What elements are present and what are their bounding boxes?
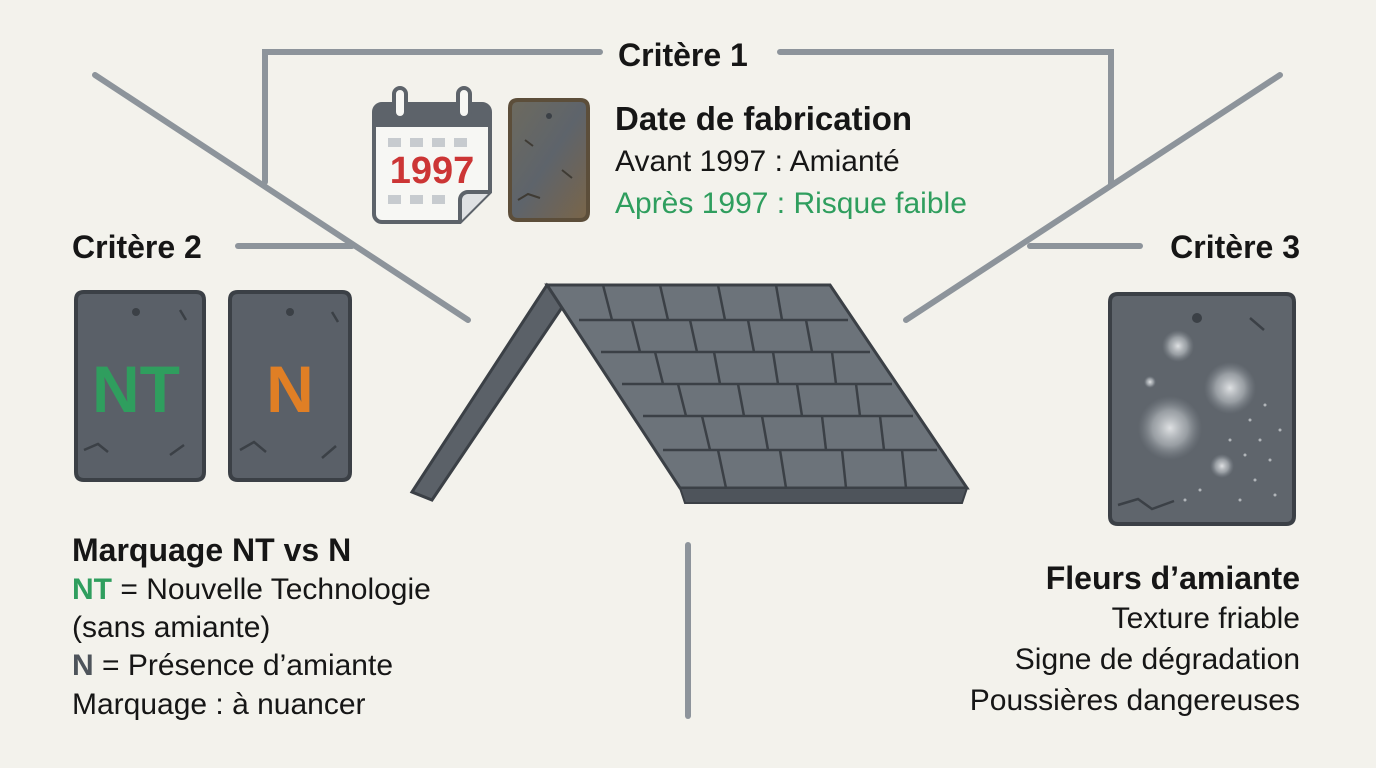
criterion-1-title: Date de fabrication xyxy=(615,100,913,137)
calendar-icon: 1997 xyxy=(372,86,492,224)
criterion-2-title: Marquage NT vs N xyxy=(72,532,352,568)
roof-icon xyxy=(409,282,970,504)
criterion-2-n-line: N = Présence d’amiante xyxy=(72,651,393,681)
criterion-3-label: Critère 3 xyxy=(1170,229,1300,265)
tile-n-label: N xyxy=(266,352,314,426)
diagonal-left xyxy=(92,72,471,323)
nt-description: = Nouvelle Technologie xyxy=(112,573,431,606)
tile-nt-label: NT xyxy=(92,352,180,426)
criterion-2-nt-line: NT = Nouvelle Technologie xyxy=(72,575,431,605)
asbestos-flower xyxy=(1204,362,1256,414)
calendar-year: 1997 xyxy=(390,150,475,192)
connector-criterion-1-right xyxy=(777,49,1114,187)
diagonal-right xyxy=(903,72,1283,323)
criterion-2-label: Critère 2 xyxy=(72,229,202,265)
criterion-2-nt-line-2: (sans amiante) xyxy=(72,611,271,644)
asbestos-flower xyxy=(1144,376,1156,388)
n-code: N xyxy=(72,649,94,682)
n-description: = Présence d’amiante xyxy=(93,649,394,682)
connector-criterion-1-left xyxy=(262,49,603,185)
connector-lines xyxy=(92,49,1283,719)
criterion-3-title: Fleurs d’amiante xyxy=(1045,560,1300,596)
old-slate-tile-icon xyxy=(508,98,590,222)
criterion-1-line-before: Avant 1997 : Amianté xyxy=(615,145,900,178)
criterion-3-line-1: Texture friable xyxy=(1111,602,1300,635)
slate-tile-nt-icon: NT xyxy=(74,290,206,482)
asbestos-flower xyxy=(1210,454,1234,478)
criterion-3-line-3: Poussières dangereuses xyxy=(969,684,1300,717)
asbestos-flower xyxy=(1138,396,1202,460)
damaged-slate-tile-icon xyxy=(1108,292,1296,526)
asbestos-flower xyxy=(1162,330,1194,362)
criterion-3-line-2: Signe de dégradation xyxy=(1014,643,1300,676)
slate-tile-n-icon: N xyxy=(228,290,352,482)
criterion-1-line-after: Après 1997 : Risque faible xyxy=(615,187,967,220)
criterion-1-label: Critère 1 xyxy=(618,37,748,73)
criterion-2-note: Marquage : à nuancer xyxy=(72,688,366,721)
nt-code: NT xyxy=(72,573,112,606)
